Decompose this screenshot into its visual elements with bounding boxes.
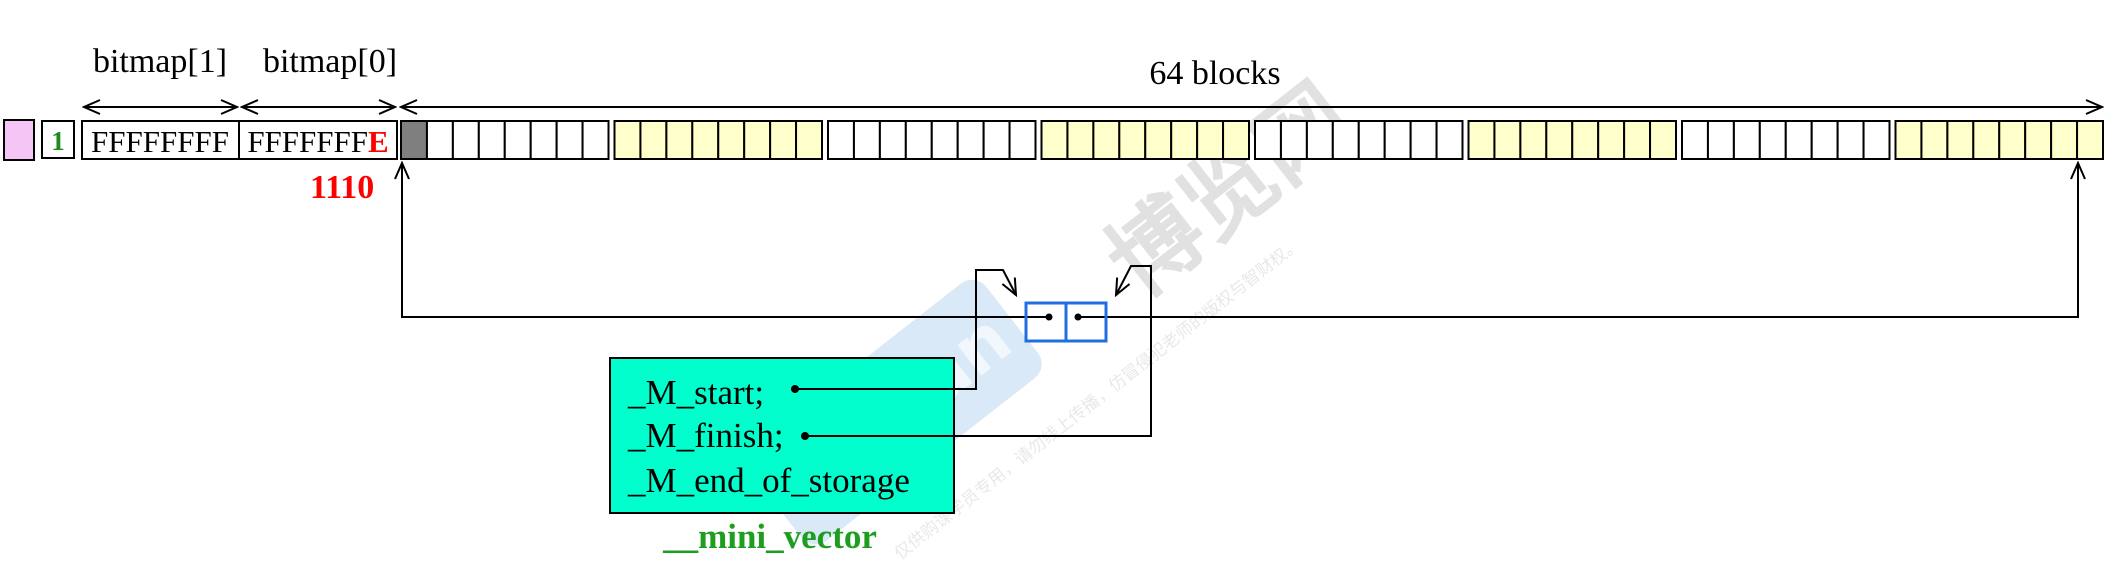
block-cell <box>1920 120 1949 160</box>
block-cell <box>1467 120 1496 160</box>
block-cell <box>1649 120 1678 160</box>
block-cell <box>1894 120 1923 160</box>
block-cell <box>982 120 1011 160</box>
pink-header-cell <box>3 119 35 161</box>
bitmap1-cell <box>81 120 240 160</box>
block-cell <box>613 120 642 160</box>
block-cell <box>795 120 823 160</box>
block-cell <box>451 120 480 160</box>
block-cell <box>1623 120 1652 160</box>
iterator-pair-right <box>1064 301 1108 343</box>
block-cell <box>1597 120 1626 160</box>
watermark-site: 博览网 <box>1088 63 1371 317</box>
m-start-pointer <box>795 269 1016 390</box>
m-start-field: _M_start; <box>627 373 764 412</box>
block-cell <box>1383 120 1412 160</box>
block-cell <box>1170 120 1199 160</box>
block-cell <box>956 120 985 160</box>
block-cell <box>1008 120 1037 160</box>
block-cell <box>477 120 506 160</box>
mini-vector-caption: __mini_vector <box>662 517 877 556</box>
bitmap0-last-digit: E <box>368 124 389 159</box>
block-cell <box>1222 120 1251 160</box>
block-cell-used <box>400 120 428 160</box>
block-cell <box>1331 120 1360 160</box>
block-cell <box>1545 120 1574 160</box>
block-cell <box>691 120 720 160</box>
m-finish-pointer <box>805 265 1152 437</box>
block-cell <box>1706 120 1735 160</box>
block-cell <box>1493 120 1522 160</box>
block-cell <box>2024 120 2053 160</box>
block-cell <box>1681 120 1709 160</box>
block-cell <box>2050 120 2079 160</box>
binary-annotation: 1110 <box>310 169 374 206</box>
block-cell <box>827 120 855 160</box>
start-pointer-line <box>402 163 1030 318</box>
block-cell <box>1972 120 2001 160</box>
block-cell <box>1279 120 1308 160</box>
iterator-pair-left <box>1024 301 1068 343</box>
block-cell <box>1862 120 1891 160</box>
bitmap0-label: bitmap[0] <box>263 43 397 80</box>
block-cell <box>529 120 558 160</box>
block-cell <box>1144 120 1173 160</box>
block-cell <box>1836 120 1865 160</box>
block-cell <box>1784 120 1813 160</box>
block-cell <box>503 120 532 160</box>
block-cell <box>1810 120 1839 160</box>
block-cell <box>904 120 933 160</box>
block-cell <box>852 120 881 160</box>
block-cell <box>1519 120 1548 160</box>
block-cell <box>878 120 907 160</box>
block-cell <box>665 120 694 160</box>
count-cell <box>41 120 75 159</box>
block-cell <box>1758 120 1787 160</box>
block-cell <box>1066 120 1095 160</box>
blocks-label: 64 blocks <box>1149 55 1280 92</box>
block-cell <box>1732 120 1761 160</box>
block-cell <box>1998 120 2027 160</box>
bitmap0-value: FFFFFFFE <box>247 124 388 159</box>
block-cell <box>1435 120 1464 160</box>
block-cell <box>930 120 959 160</box>
block-cell <box>1305 120 1334 160</box>
finish-pointer-line <box>1103 163 2078 318</box>
block-cell <box>1040 120 1069 160</box>
m-finish-field: _M_finish; <box>627 416 784 455</box>
block-cell <box>1571 120 1600 160</box>
block-cell <box>769 120 798 160</box>
m-end-of-storage-field: _M_end_of_storage <box>627 461 910 500</box>
block-cell <box>717 120 746 160</box>
block-cell <box>2076 120 2105 160</box>
count-value: 1 <box>51 126 65 156</box>
block-cell <box>1254 120 1282 160</box>
block-cell <box>639 120 668 160</box>
bitmap0-prefix: FFFFFFF <box>247 124 368 159</box>
block-cell <box>1357 120 1386 160</box>
block-cell <box>1409 120 1438 160</box>
block-cell <box>425 120 454 160</box>
block-cell <box>1946 120 1975 160</box>
block-cell <box>1118 120 1147 160</box>
bitmap1-value: FFFFFFFF <box>91 124 229 159</box>
block-cell <box>1196 120 1225 160</box>
block-cell <box>581 120 610 160</box>
block-cells <box>400 120 2105 160</box>
bitmap1-label: bitmap[1] <box>93 43 227 80</box>
block-cell <box>555 120 584 160</box>
bitmap0-cell <box>238 120 398 160</box>
block-cell <box>1092 120 1121 160</box>
block-cell <box>743 120 772 160</box>
